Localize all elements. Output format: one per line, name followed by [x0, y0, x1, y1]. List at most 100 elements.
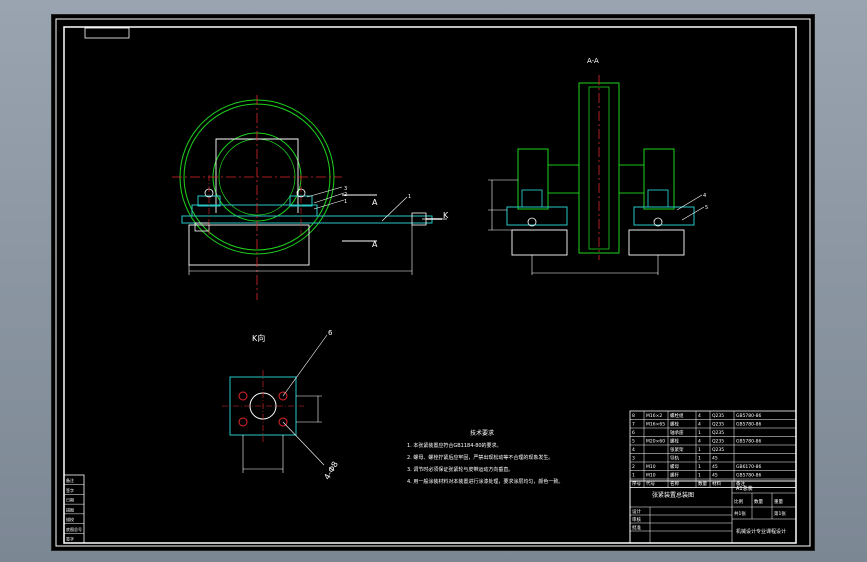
bom-cell: 1 — [698, 473, 701, 479]
note-3: 3. 调节时必须保证张紧轮与皮带运动方向垂直。 — [407, 466, 513, 473]
bom-cell: 2 — [632, 464, 635, 470]
bom-cell: M10 — [646, 464, 656, 470]
drawing-name: 张紧装置总装图 — [652, 491, 694, 499]
cad-drawing: A A K 3 2 1 1 A-A — [55, 18, 811, 547]
bom-cell: GB5780-86 — [736, 439, 762, 445]
bom-cell: 张紧架 — [670, 446, 684, 453]
k-hole-top-right — [278, 391, 288, 401]
right-bolt-stack — [647, 189, 669, 208]
bom-header-cell: 名称 — [670, 480, 679, 487]
bom-cell: 4 — [632, 447, 635, 453]
left-strip-label: 日期 — [66, 497, 74, 503]
right-hub — [643, 148, 675, 210]
balloon-4: 4 — [703, 193, 706, 199]
approver-label: 批准 — [632, 524, 641, 531]
bom-cell: 45 — [712, 473, 718, 479]
main-view: A A K 3 2 1 1 — [172, 95, 449, 300]
bom-cell: 7 — [632, 422, 635, 428]
bom-cell: Q235 — [712, 413, 724, 419]
right-bearing-bolt — [653, 217, 663, 227]
bom-cell: GB5780-86 — [736, 413, 762, 419]
bom-cell: 1 — [698, 430, 701, 436]
bom-cell: M20×60 — [646, 439, 665, 445]
bom-header-cell: 备注 — [736, 480, 745, 487]
left-strip-label: 签字 — [66, 487, 74, 493]
right-bearing-support — [633, 206, 695, 226]
bom-cell: 45 — [712, 464, 718, 470]
checker-label: 审核 — [632, 516, 641, 523]
weight-label: 重量 — [774, 498, 783, 505]
bom-cell: 螺栓 — [670, 438, 679, 445]
bom-cell: 1 — [632, 473, 635, 479]
bom-cell: 螺杆 — [670, 472, 679, 479]
view-title-k: K向 — [252, 333, 265, 343]
quantity-label: 数量 — [754, 498, 763, 505]
bom-cell: 螺栓 — [670, 421, 679, 428]
left-strip-label: 描校 — [66, 516, 74, 522]
bom-cell: Q235 — [712, 447, 724, 453]
bom-cell: 8 — [632, 413, 635, 419]
sheet-label: 共1张 — [734, 510, 746, 517]
bom-cell: 1 — [698, 456, 701, 462]
view-arrow-k: K — [443, 211, 449, 220]
bom-cell: 4 — [698, 422, 701, 428]
bom-cell: GB5780-86 — [736, 473, 762, 479]
bom-cell: M16×65 — [646, 422, 665, 428]
bom-cell: 1 — [698, 464, 701, 470]
section-mark-bottom: A — [372, 240, 378, 249]
section-mark-top: A — [372, 198, 378, 207]
guide-rail — [181, 215, 433, 224]
note-1: 1. 本张紧装置应符合GB1184-80的要求。 — [407, 442, 502, 449]
bom-cell: M10 — [646, 473, 656, 479]
hole-callout: 4-Φ8 — [322, 460, 339, 481]
bom-cell: 4 — [698, 439, 701, 445]
tension-frame — [191, 204, 318, 217]
bom-cell: 4 — [698, 413, 701, 419]
sheet-number: 第1张 — [774, 510, 786, 517]
bom-cell: Q235 — [712, 422, 724, 428]
balloon-6: 6 — [328, 329, 333, 337]
title-block: 张紧装置总装图 A1总装 比例 数量 重量 共1张 第1张 设计 审核 批准 机… — [629, 480, 797, 544]
right-shaft — [618, 164, 645, 194]
bom-cell: 螺栓组 — [670, 412, 684, 419]
bom-header-cell: 代号 — [646, 480, 655, 487]
k-hole-top-left — [238, 391, 248, 401]
bom-cell: 3 — [632, 456, 635, 462]
stamp-box — [84, 27, 130, 39]
k-hole-bottom-left — [238, 417, 248, 427]
left-strip-label: 备注 — [66, 477, 74, 483]
bom-cell: 6 — [632, 430, 635, 436]
note-2: 2. 螺母、螺栓拧紧后应牢固，严禁出现松动等不合理的现象发生。 — [407, 454, 553, 461]
drawing-number: A1总装 — [736, 485, 753, 492]
bom-cell: Q235 — [712, 430, 724, 436]
bom-cell: 螺母 — [670, 463, 679, 470]
right-base — [628, 229, 685, 256]
bom-cell: M16×2 — [646, 413, 662, 419]
left-strip-label: 描图 — [66, 506, 74, 512]
balloon-2: 2 — [344, 192, 347, 198]
bom-cell: 5 — [632, 439, 635, 445]
left-bearing-bolt — [527, 217, 537, 227]
bom-cell: 导轨 — [670, 455, 679, 462]
balloon-1: 1 — [408, 194, 411, 200]
left-strip-label: 底图总号 — [66, 526, 82, 532]
company-name: 机械设计专业课程设计 — [736, 528, 786, 535]
left-hub — [517, 148, 549, 210]
section-label-a-a: A-A — [587, 57, 599, 65]
section-view-a-a: A-A 4 5 — [488, 57, 708, 275]
bom-header-cell: 序号 — [632, 480, 641, 487]
left-strip-label: 签字 — [66, 536, 74, 542]
balloon-3: 3 — [344, 186, 347, 192]
k-hole-bottom-right — [278, 417, 288, 427]
note-4: 4. 用一般涂装材料对本装置进行涂漆处理，要求涂层均匀，颜色一致。 — [407, 478, 563, 485]
balloon-5: 5 — [705, 205, 708, 211]
bom-header-cell: 数量 — [698, 480, 707, 487]
bom-cell: 45 — [712, 456, 718, 462]
left-shaft — [547, 164, 580, 194]
left-bearing-support — [506, 206, 568, 226]
bom-cell: Q235 — [712, 439, 724, 445]
designer-label: 设计 — [632, 508, 641, 515]
pulley-web — [588, 86, 610, 250]
